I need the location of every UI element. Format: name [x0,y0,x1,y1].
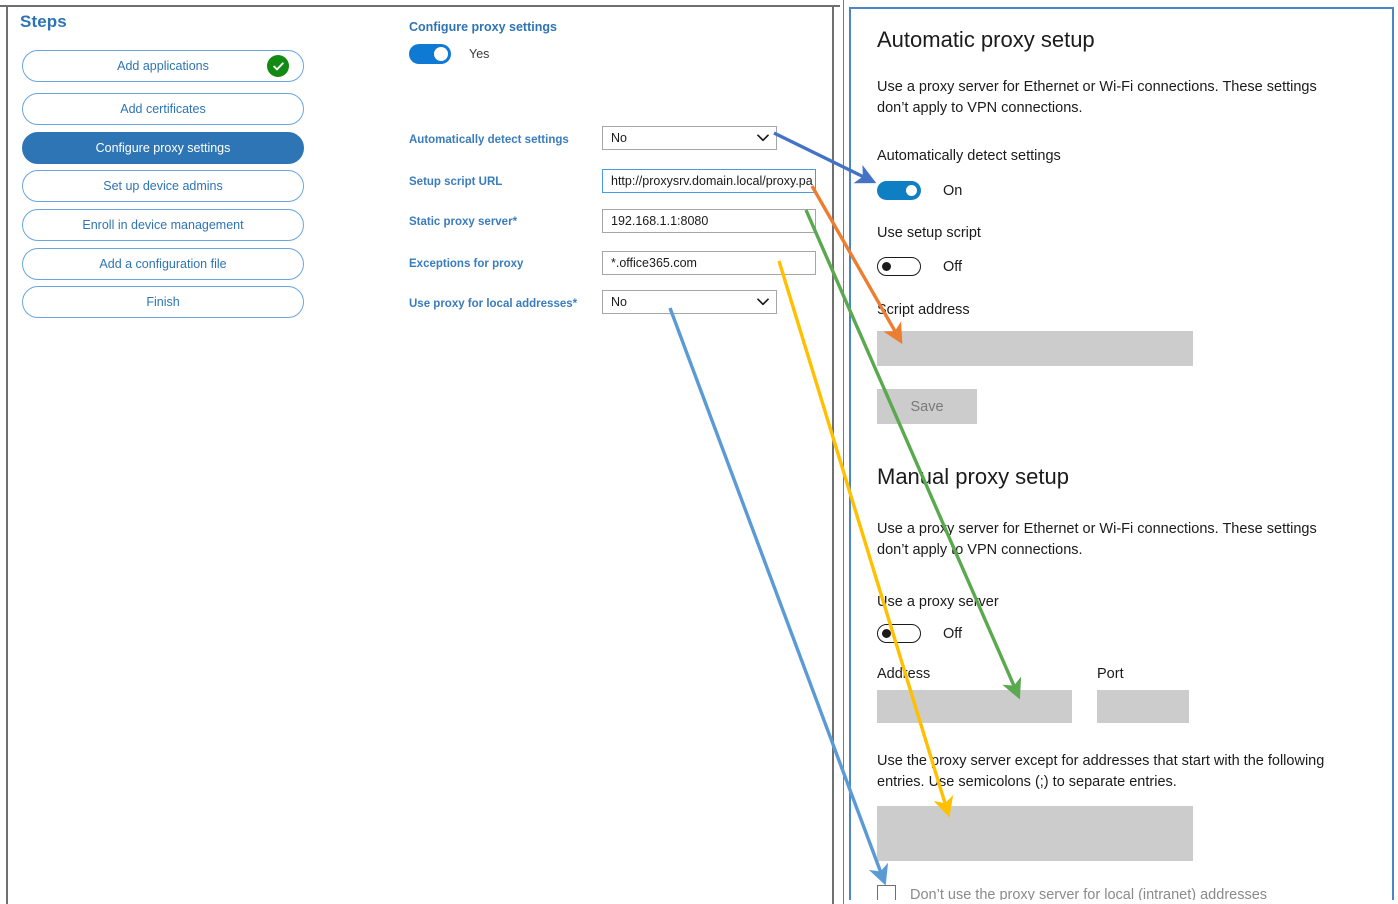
toggle-automatically-detect-settings[interactable]: On [877,181,962,200]
input-address[interactable] [877,690,1072,723]
toggle-switch-on[interactable] [877,181,921,200]
required-marker: * [512,216,518,228]
checkbox-icon[interactable] [877,885,896,900]
label-use-setup-script: Use setup script [877,225,981,241]
windows-proxy-settings-panel: Automatic proxy setup Use a proxy server… [849,7,1394,900]
automatic-proxy-setup-description: Use a proxy server for Ethernet or Wi-Fi… [877,79,1317,116]
step-label: Finish [146,295,180,309]
input-value: *.office365.com [611,256,697,270]
input-exceptions-for-proxy[interactable]: *.office365.com [602,251,816,275]
left-divider [6,5,8,904]
step-label: Add applications [117,59,209,73]
toggle-use-a-proxy-server[interactable]: Off [877,624,962,643]
label-static-proxy-server: Static proxy server* [409,216,518,228]
manual-proxy-setup-description: Use a proxy server for Ethernet or Wi-Fi… [877,521,1317,558]
select-value: No [611,131,627,145]
steps-title: Steps [20,12,67,31]
configure-proxy-toggle[interactable]: Yes [409,44,489,64]
sidebar-item-finish[interactable]: Finish [22,286,304,318]
exceptions-description: Use the proxy server except for addresse… [877,753,1325,790]
label-use-proxy-for-local-addresses: Use proxy for local addresses* [409,298,578,310]
label-address: Address [877,666,931,682]
step-label: Add a configuration file [99,257,227,271]
step-label: Enroll in device management [82,218,244,232]
toggle-switch-off[interactable] [877,257,921,276]
label-setup-script-url: Setup script URL [409,176,503,188]
label-exceptions-for-proxy: Exceptions for proxy [409,258,524,270]
label-automatically-detect-settings: Automatically detect settings [409,134,569,146]
top-divider [0,5,840,7]
automatic-proxy-setup-heading: Automatic proxy setup [877,27,1095,52]
toggle-state-label: Off [943,258,963,275]
step-label: Add certificates [120,102,206,116]
input-static-proxy-server[interactable]: 192.168.1.1:8080 [602,209,816,233]
step-label: Configure proxy settings [95,141,231,155]
toggle-switch-off[interactable] [877,624,921,643]
steps-panel: Steps Add applications Add certificates … [8,6,320,326]
sidebar-item-configure-proxy-settings[interactable]: Configure proxy settings [22,132,304,164]
input-port[interactable] [1097,690,1189,723]
sidebar-item-set-up-device-admins[interactable]: Set up device admins [22,170,304,202]
checkbox-label: Don’t use the proxy server for local (in… [910,886,1268,901]
input-proxy-exceptions[interactable] [877,806,1193,861]
sidebar-item-enroll-in-device-management[interactable]: Enroll in device management [22,209,304,241]
input-value: http://proxysrv.domain.local/proxy.pa [611,174,813,188]
select-automatically-detect-settings[interactable]: No [602,126,777,150]
input-script-address[interactable] [877,331,1193,366]
check-circle-icon [267,55,289,77]
step-label: Set up device admins [103,179,223,193]
select-value: No [611,295,627,309]
sidebar-item-add-certificates[interactable]: Add certificates [22,93,304,125]
sidebar-item-add-applications[interactable]: Add applications [22,50,304,82]
toggle-use-setup-script[interactable]: Off [877,257,962,276]
panel-gap-divider [843,0,844,904]
checkbox-bypass-local-addresses[interactable]: Don’t use the proxy server for local (in… [877,885,1267,900]
label-script-address: Script address [877,302,970,318]
chevron-down-icon [757,295,769,309]
input-setup-script-url[interactable]: http://proxysrv.domain.local/proxy.pa [602,169,816,193]
toggle-switch-on[interactable] [409,44,451,64]
save-button[interactable]: Save [877,389,977,424]
label-automatically-detect-settings: Automatically detect settings [877,148,1061,164]
form-title: Configure proxy settings [409,20,557,34]
toggle-state-label: On [943,182,963,199]
sidebar-item-add-a-configuration-file[interactable]: Add a configuration file [22,248,304,280]
label-port: Port [1097,666,1124,682]
required-marker: * [572,298,578,310]
chevron-down-icon [757,131,769,145]
toggle-label: Yes [469,47,490,61]
select-use-proxy-for-local-addresses[interactable]: No [602,290,777,314]
middle-divider [832,5,834,904]
toggle-state-label: Off [943,625,963,642]
manual-proxy-setup-heading: Manual proxy setup [877,464,1069,489]
input-value: 192.168.1.1:8080 [611,214,709,228]
label-use-a-proxy-server: Use a proxy server [877,594,999,610]
